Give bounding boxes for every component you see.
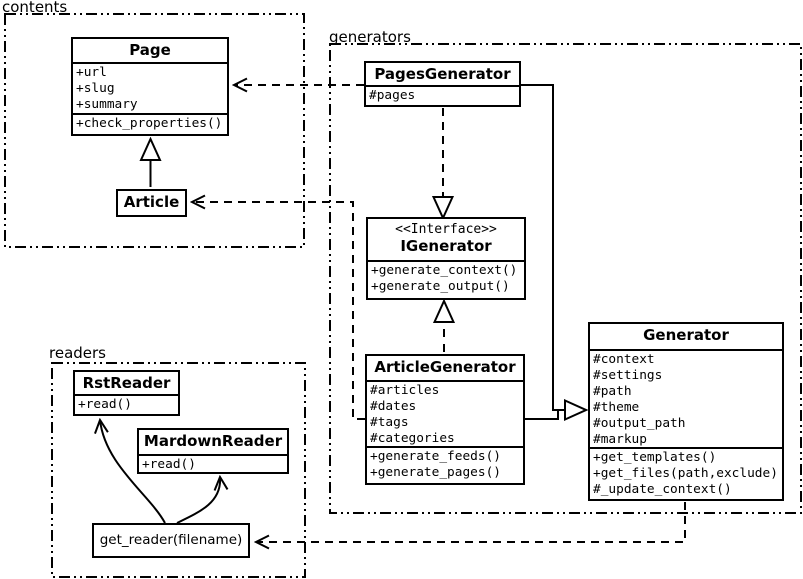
member-line: +read() bbox=[78, 397, 132, 412]
member-line: #path bbox=[593, 384, 632, 399]
class-articlegenerator-methods: +generate_feeds()+generate_pages() bbox=[367, 446, 523, 483]
class-generator: Generator #context#settings#path#theme#o… bbox=[588, 322, 784, 501]
class-page-title: Page bbox=[129, 41, 171, 59]
member-line: +read() bbox=[142, 457, 196, 472]
member-line: #pages bbox=[369, 88, 416, 103]
member-line: #_update_context() bbox=[593, 482, 732, 497]
generators-package-label: generators bbox=[329, 28, 411, 46]
class-pagesgenerator-title: PagesGenerator bbox=[374, 65, 511, 83]
member-line: +summary bbox=[76, 97, 138, 112]
class-mardownreader-title: MardownReader bbox=[143, 432, 283, 450]
member-line: #context bbox=[593, 352, 655, 367]
member-line: +check_properties() bbox=[76, 116, 223, 131]
class-mardownreader: MardownReader +read() bbox=[137, 428, 289, 474]
class-page-attributes: +url+slug+summary bbox=[73, 62, 227, 113]
generator-to-getreader-dependency bbox=[256, 502, 686, 542]
class-rstreader: RstReader +read() bbox=[73, 370, 180, 416]
class-igenerator-header: <<Interface>> IGenerator bbox=[368, 219, 524, 260]
class-pagesgenerator: PagesGenerator #pages bbox=[364, 61, 521, 107]
contents-package-border bbox=[4, 13, 305, 248]
member-line: +generate_feeds() bbox=[370, 449, 501, 464]
member-line: +slug bbox=[76, 81, 115, 96]
getreader-node: get_reader(filename) bbox=[92, 523, 250, 558]
class-generator-attributes: #context#settings#path#theme#output_path… bbox=[590, 349, 782, 447]
class-mardownreader-methods: +read() bbox=[139, 454, 287, 472]
generators-package-border bbox=[329, 43, 802, 514]
class-articlegenerator-attributes: #articles#dates#tags#categories bbox=[367, 380, 523, 446]
class-article: Article bbox=[116, 189, 187, 217]
class-rstreader-methods: +read() bbox=[75, 394, 178, 414]
articlegenerator-to-article-dependency bbox=[192, 202, 365, 420]
class-article-title: Article bbox=[123, 193, 180, 211]
member-line: #settings bbox=[593, 368, 663, 383]
class-igenerator-methods: +generate_context()+generate_output() bbox=[368, 260, 524, 298]
member-line: +generate_context() bbox=[371, 263, 518, 278]
readers-package-border bbox=[51, 362, 306, 578]
class-igenerator-stereotype: <<Interface>> bbox=[395, 222, 497, 237]
member-line: #categories bbox=[370, 431, 455, 446]
class-articlegenerator: ArticleGenerator #articles#dates#tags#ca… bbox=[365, 354, 525, 485]
class-generator-methods: +get_templates()+get_files(path,exclude)… bbox=[590, 447, 782, 499]
class-page-methods: +check_properties() bbox=[73, 113, 227, 134]
class-articlegenerator-title: ArticleGenerator bbox=[374, 358, 516, 376]
member-line: +url bbox=[76, 65, 107, 80]
class-pagesgenerator-attributes: #pages bbox=[366, 85, 519, 105]
class-generator-title: Generator bbox=[643, 326, 729, 344]
class-igenerator: <<Interface>> IGenerator +generate_conte… bbox=[366, 217, 526, 300]
member-line: +generate_pages() bbox=[370, 465, 501, 480]
member-line: #theme bbox=[593, 400, 640, 415]
class-igenerator-title: IGenerator bbox=[400, 237, 492, 255]
member-line: +generate_output() bbox=[371, 279, 510, 294]
member-line: +get_templates() bbox=[593, 450, 717, 465]
pagesgenerator-to-generator-inheritance bbox=[521, 84, 560, 411]
getreader-to-rstreader-arrow bbox=[100, 420, 166, 524]
class-rstreader-title: RstReader bbox=[82, 374, 171, 392]
member-line: #output_path bbox=[593, 416, 686, 431]
contents-package-label: contents bbox=[2, 0, 68, 16]
member-line: #markup bbox=[593, 432, 647, 447]
getreader-to-mardownreader-arrow bbox=[176, 477, 220, 524]
class-page: Page +url+slug+summary +check_properties… bbox=[71, 37, 229, 136]
member-line: #articles bbox=[370, 383, 440, 398]
articlegenerator-to-generator-inheritance bbox=[525, 410, 559, 420]
member-line: +get_files(path,exclude) bbox=[593, 466, 778, 481]
member-line: #tags bbox=[370, 415, 409, 430]
readers-package-label: readers bbox=[49, 344, 106, 362]
member-line: #dates bbox=[370, 399, 417, 414]
